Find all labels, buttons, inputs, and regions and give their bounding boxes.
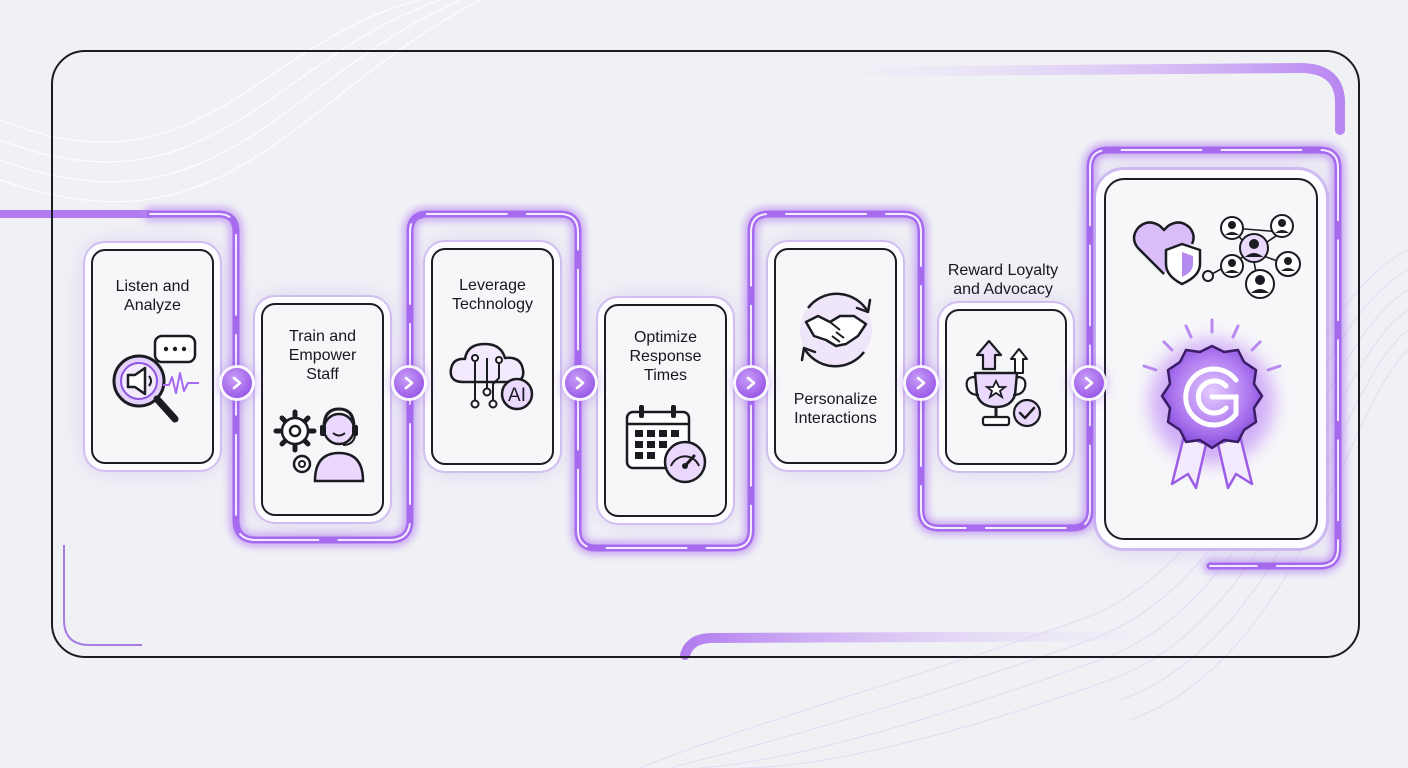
step-card-reward-loyalty[interactable] (945, 309, 1067, 465)
step-title: Personalize Interactions (793, 391, 878, 427)
chevron-right-icon[interactable] (222, 368, 252, 398)
step-title: Train and Empower Staff (288, 328, 357, 383)
outer-frame (51, 50, 1360, 658)
chevron-right-icon[interactable] (394, 368, 424, 398)
final-outcome-card[interactable] (1104, 178, 1318, 540)
step-card-personalize[interactable]: Personalize Interactions (774, 248, 897, 464)
step-title: Optimize Response Times (629, 329, 702, 384)
chevron-right-icon[interactable] (906, 368, 936, 398)
step-card-train-empower[interactable]: Train and Empower Staff (261, 303, 384, 516)
community-network-icon (1202, 208, 1302, 305)
gears-agent-headset-icon (273, 403, 373, 488)
chevron-right-icon[interactable] (565, 368, 595, 398)
handshake-cycle-icon (788, 286, 884, 381)
svg-text:AI: AI (508, 385, 526, 406)
step-card-optimize-response[interactable]: Optimize Response Times (604, 304, 727, 517)
step-title: Listen and Analyze (115, 278, 190, 314)
cloud-ai-icon: AI (445, 338, 541, 423)
magnifier-megaphone-icon (103, 333, 203, 433)
chevron-right-icon[interactable] (736, 368, 766, 398)
step-card-listen-analyze[interactable]: Listen and Analyze (91, 249, 214, 464)
award-badge-icon (1132, 316, 1292, 501)
chevron-right-icon[interactable] (1074, 368, 1104, 398)
calendar-speedometer-icon (621, 402, 711, 491)
step-card-leverage-technology[interactable]: Leverage Technology AI (431, 248, 554, 465)
step-title: Leverage Technology (452, 277, 533, 313)
trophy-growth-icon (961, 337, 1051, 440)
heart-shield-icon (1130, 214, 1208, 291)
step-title-reward: Reward Loyalty and Advocacy (947, 262, 1059, 298)
